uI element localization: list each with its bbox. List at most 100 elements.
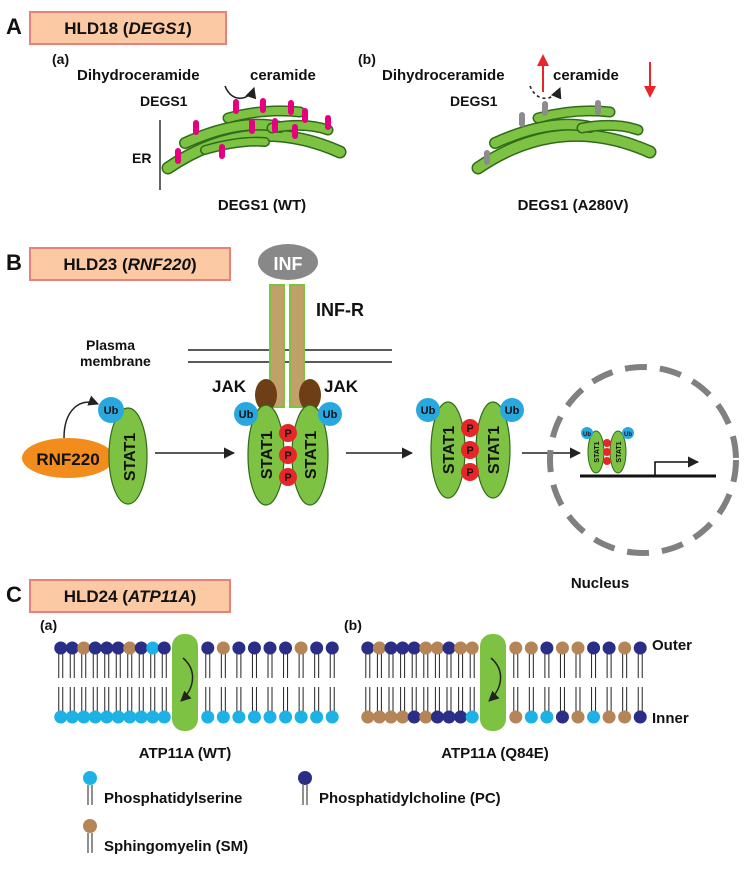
inner-leaflet-lipid-pc [633, 710, 647, 724]
outer-leaflet-lipid-pc [633, 641, 647, 655]
membrane-label-line1: Plasma [86, 337, 135, 353]
receptor-label: INF-R [316, 300, 364, 320]
ub-free-left-label: Ub [421, 405, 436, 417]
panel-a-b-product: ceramide [553, 67, 619, 84]
ub-nuclear-left-label: Ub [583, 432, 591, 438]
panel-a-b-caption: DEGS1 (A280V) [518, 197, 629, 214]
inner-leaflet-lipid-ps [310, 710, 324, 724]
jak-left [255, 379, 277, 411]
inner-leaflet-lipid-ps [100, 710, 114, 724]
outer-leaflet-lipid-sm [77, 641, 91, 655]
panel-a-letter: A [6, 14, 22, 39]
ubiquitination-arrow [63, 395, 99, 439]
outer-leaflet-lipid-sm [618, 641, 632, 655]
inner-leaflet-lipid-sm [361, 710, 375, 724]
inner-leaflet-lipid-ps [279, 710, 293, 724]
inner-leaflet-lipid-sm [571, 710, 585, 724]
panel-a: A HLD18 (DEGS1) (a) Dihydroceramide cera… [6, 11, 657, 214]
ub-dimer-left-label: Ub [239, 409, 254, 421]
panel-a-a-enzyme: DEGS1 [140, 93, 188, 109]
outer-leaflet-lipid-sm [419, 641, 433, 655]
panel-c: C HLD24 (ATP11A) (a) (b) Outer Inner ATP… [6, 579, 692, 855]
receptor-chain-left [269, 284, 285, 408]
outer-leaflet-lipid-sm [524, 641, 538, 655]
outer-leaflet-lipid-sm [509, 641, 523, 655]
outer-leaflet-lipid-sm [216, 641, 230, 655]
outer-leaflet-lipid-sm [372, 641, 386, 655]
inner-leaflet-lipid-ps [263, 710, 277, 724]
inner-leaflet-lipid-pc [555, 710, 569, 724]
panel-a-b-enzyme: DEGS1 [450, 93, 498, 109]
panel-c-a-caption: ATP11A (WT) [139, 745, 232, 762]
panel-a-b-reaction-arrow [529, 85, 562, 100]
panel-a-a-product: ceramide [250, 67, 316, 84]
panel-c-letter: C [6, 582, 22, 607]
outer-leaflet-lipid-pc [325, 641, 339, 655]
outer-leaflet-lipid-sm [555, 641, 569, 655]
panel-b-title-box [29, 247, 231, 281]
ub-dimer-right-label: Ub [323, 409, 338, 421]
inner-leaflet-lipid-sm [396, 710, 410, 724]
er-mutant [471, 105, 657, 175]
stat1-dimer-left-label: STAT1 [259, 431, 276, 479]
bilayer-mutant [361, 634, 647, 731]
stat1-nuclear-left-label: STAT1 [594, 441, 601, 462]
phospho-3-label: P [284, 472, 291, 484]
inner-leaflet-lipid-pc [430, 710, 444, 724]
phospho-free-1-label: P [466, 423, 473, 435]
outer-leaflet-lipid-pc [602, 641, 616, 655]
outer-leaflet-lipid-pc [134, 641, 148, 655]
degs1-mutant-markers [484, 100, 601, 165]
sm-swatch [83, 819, 97, 833]
ps-swatch [83, 771, 97, 785]
panel-c-title-box [29, 579, 231, 613]
outer-leaflet-lipid-sm [294, 641, 308, 655]
inner-leaflet-lipid-pc [407, 710, 421, 724]
inner-leaflet-lipid-ps [201, 710, 215, 724]
outer-leaflet-lipid-pc [247, 641, 261, 655]
outer-leaflet-lipid-pc [279, 641, 293, 655]
panel-a-title-box [29, 11, 227, 45]
inf-ligand [258, 244, 318, 280]
outer-leaflet-lipid-pc [88, 641, 102, 655]
pc-swatch [298, 771, 312, 785]
legend-sm: Sphingomyelin (SM) [83, 819, 248, 855]
legend-pc-label: Phosphatidylcholine (PC) [319, 790, 501, 807]
phospho-free-3-label: P [466, 467, 473, 479]
outer-leaflet-lipid-pc [384, 641, 398, 655]
outer-leaflet-lipid-ps [146, 641, 160, 655]
stat1-monomer [108, 407, 148, 505]
outer-leaflet-lipid-sm [571, 641, 585, 655]
inner-leaflet-lipid-ps [524, 710, 538, 724]
outer-leaflet-lipid-sm [430, 641, 444, 655]
nucleus-label: Nucleus [571, 575, 629, 592]
stat1-dimer-free: STAT1 STAT1 P P P Ub Ub [416, 398, 524, 499]
outer-leaflet-lipid-pc [232, 641, 246, 655]
inner-leaflet-lipid-sm [509, 710, 523, 724]
panel-b-title: HLD23 (RNF220) [63, 255, 196, 274]
inner-leaflet-lipid-ps [123, 710, 137, 724]
panel-a-title: HLD18 (DEGS1) [64, 19, 192, 38]
inner-leaflet-lipid-ps [111, 710, 125, 724]
stat1-free-left-label: STAT1 [441, 426, 458, 474]
flip-arrow [180, 657, 194, 702]
inner-leaflet-lipid-ps [77, 710, 91, 724]
inner-leaflet-lipid-ps [65, 710, 79, 724]
atp11a-flippase [480, 634, 506, 731]
panel-b-letter: B [6, 250, 22, 275]
jak-right-label: JAK [324, 377, 359, 396]
inner-leaflet-lipid-pc [454, 710, 468, 724]
ub-free-right-label: Ub [505, 405, 520, 417]
stat1-dimer-right-label: STAT1 [303, 431, 320, 479]
panel-a-b-tag: (b) [358, 51, 376, 67]
ub-nuclear-right-label: Ub [624, 432, 632, 438]
outer-leaflet-label: Outer [652, 637, 692, 654]
legend-ps-label: Phosphatidylserine [104, 790, 242, 807]
ub-on-monomer-label: Ub [104, 405, 119, 417]
membrane-label-line2: membrane [80, 353, 151, 369]
stat1-monomer-label: STAT1 [122, 433, 139, 481]
outer-leaflet-lipid-pc [540, 641, 554, 655]
inner-leaflet-lipid-sm [618, 710, 632, 724]
outer-leaflet-lipid-pc [310, 641, 324, 655]
jak-right [299, 379, 321, 411]
